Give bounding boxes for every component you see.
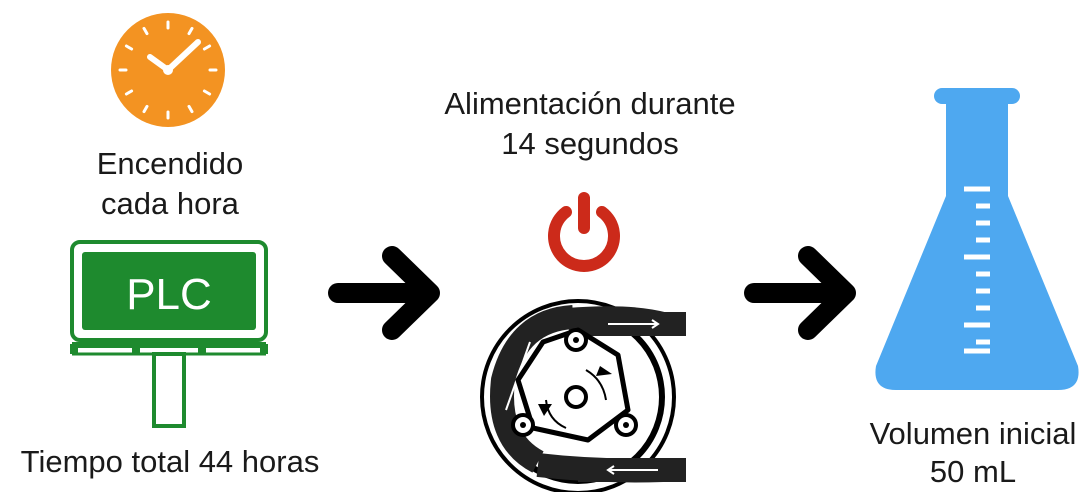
power-icon (548, 192, 620, 272)
peristaltic-pump-icon (480, 299, 686, 492)
total-time-label: Tiempo total 44 horas (20, 444, 320, 479)
volume-label-line1: Volumen inicial (869, 416, 1077, 451)
clock-icon (111, 13, 225, 127)
feed-label-line2: 14 segundos (501, 126, 679, 161)
right-arrow-icon (328, 246, 440, 340)
erlenmeyer-flask-icon (875, 88, 1079, 390)
right-arrow-icon-2 (744, 246, 856, 340)
plc-text: PLC (126, 270, 212, 319)
volume-label-line2: 50 mL (929, 454, 1017, 489)
schedule-label-line2: cada hora (101, 186, 239, 221)
schedule-label-line1: Encendido (96, 146, 244, 181)
feed-label-line1: Alimentación durante (444, 86, 736, 121)
plc-controller-icon (70, 240, 268, 428)
